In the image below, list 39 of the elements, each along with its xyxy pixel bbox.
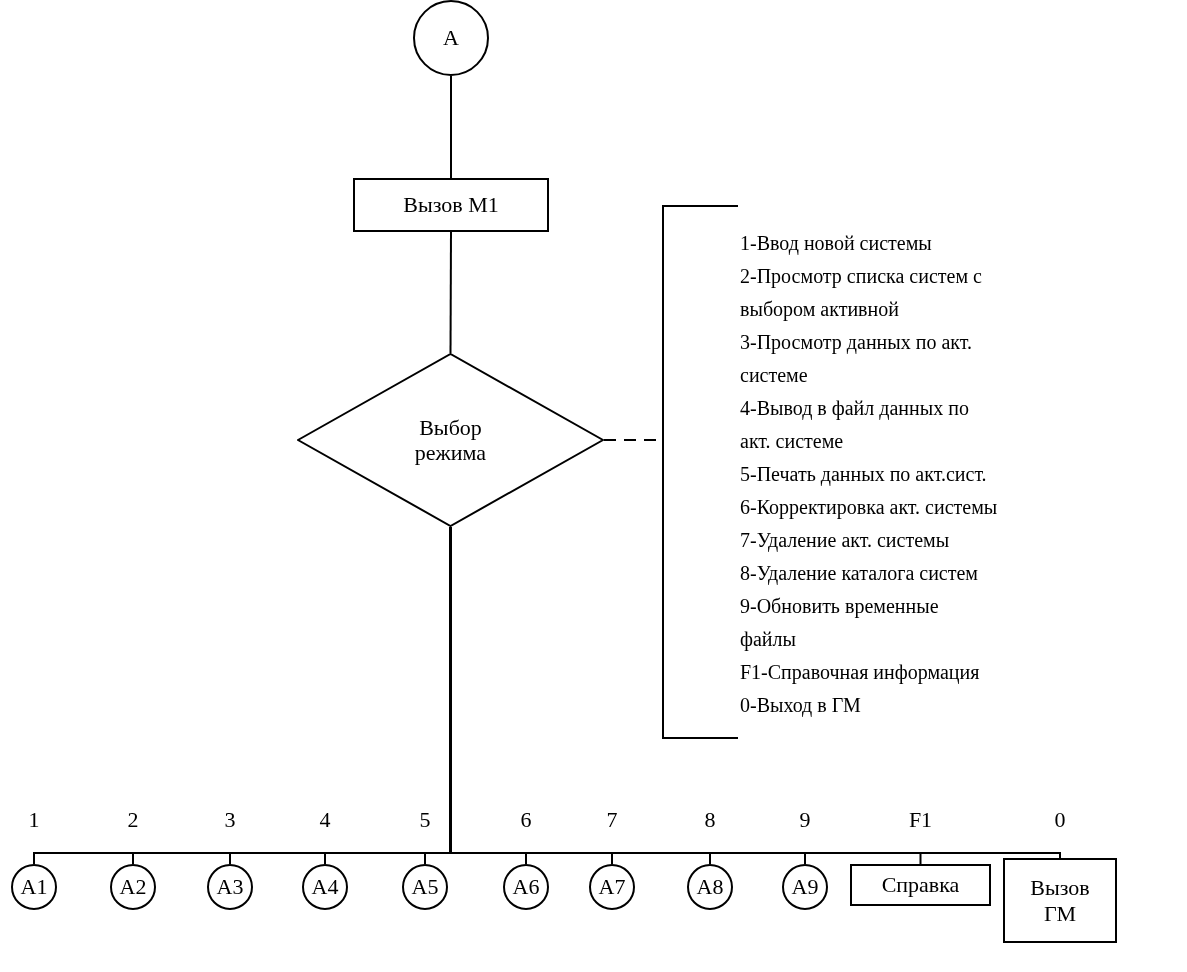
node-label: A4 <box>310 874 340 900</box>
node-label: A3 <box>215 874 245 900</box>
process-box <box>1003 858 1117 943</box>
list-item: 6-Корректировка акт. системы <box>740 495 998 521</box>
list-item: 2-Просмотр списка систем с выбором активной <box>740 264 983 323</box>
node-label: Вызов ГМ <box>1029 875 1091 926</box>
node-label: A7 <box>597 874 627 900</box>
node-label: A6 <box>511 874 541 900</box>
node-label: A8 <box>695 874 725 900</box>
list-item: F1-Справочная информация <box>740 660 981 686</box>
node-label: A2 <box>118 874 148 900</box>
connector-circle <box>11 864 57 910</box>
connector-line <box>449 231 452 354</box>
connector-circle <box>402 864 448 910</box>
list-item: 4-Вывод в файл данных по акт. системе <box>740 396 970 454</box>
connector-circle <box>782 864 828 910</box>
node-label: A1 <box>19 874 49 900</box>
connector-line <box>450 75 452 179</box>
node-label: Вызов М1 <box>402 192 500 218</box>
node-label: A9 <box>790 874 820 900</box>
node-label: Выбор режима <box>413 414 488 466</box>
list-item: 0-Выход в ГМ <box>740 693 862 719</box>
connector-circle <box>302 864 348 910</box>
process-box <box>353 178 549 232</box>
list-item: 3-Просмотр данных по акт. системе <box>740 330 974 388</box>
list-item: 5-Печать данных по акт.сист. <box>740 462 988 488</box>
list-item: 9-Обновить временные файлы <box>740 594 940 653</box>
node-label: A <box>442 25 460 51</box>
node-label: A5 <box>410 874 440 900</box>
node-label: Справка <box>880 872 961 898</box>
list-item: 8-Удаление каталога систем <box>740 561 979 587</box>
list-item: 1-Ввод новой системы <box>740 231 933 257</box>
list-item: 7-Удаление акт. системы <box>740 528 951 554</box>
connector-circle <box>503 864 549 910</box>
connector-circle <box>589 864 635 910</box>
connector-circle <box>207 864 253 910</box>
connector-circle <box>110 864 156 910</box>
connector-circle <box>687 864 733 910</box>
process-box <box>850 864 991 906</box>
